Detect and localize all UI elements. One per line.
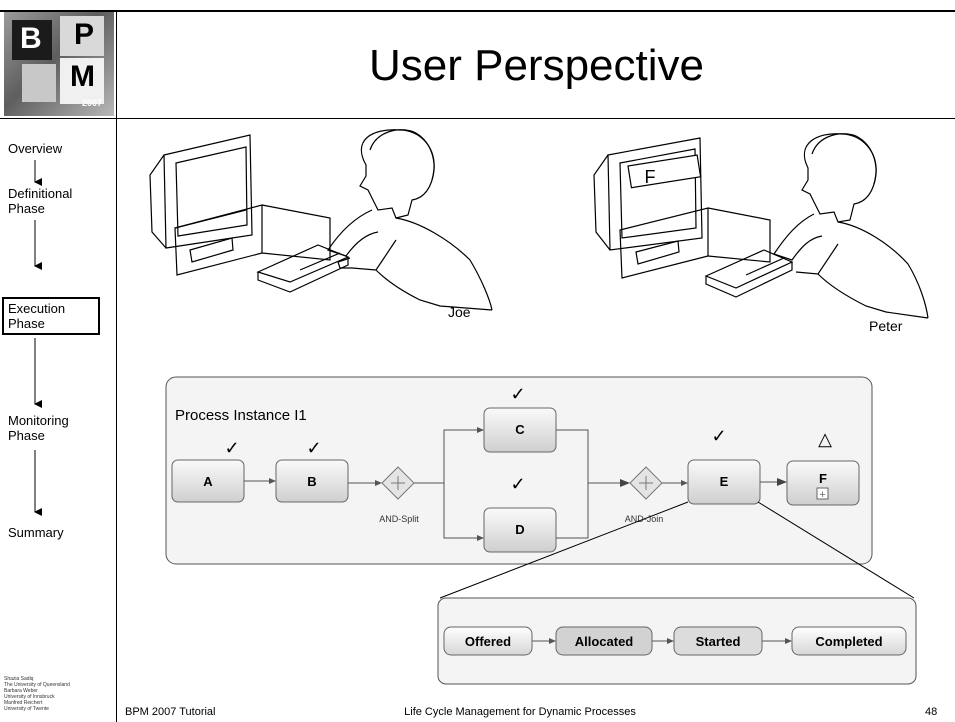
activity-c[interactable]: C: [483, 407, 557, 453]
credit-line: Shazia Sadiq: [4, 676, 34, 682]
credit-line: University of Innsbruck: [4, 694, 55, 700]
lifecycle-completed-label: Completed: [815, 634, 882, 649]
activity-a[interactable]: A: [171, 459, 245, 503]
peter-computer-base: [619, 207, 771, 279]
credit-line: The University of Queensland: [4, 682, 70, 688]
footer-left: BPM 2007 Tutorial: [125, 706, 216, 718]
check-a: ✓: [224, 438, 239, 458]
sidebar-item-overview[interactable]: Overview: [8, 141, 63, 156]
lifecycle-allocated-label: Allocated: [575, 634, 634, 649]
lifecycle-started-label: Started: [696, 634, 741, 649]
logo-letter-m: M: [70, 60, 95, 93]
peter-monitor: [593, 137, 703, 265]
sidebar-item-definitional[interactable]: Definitional Phase: [8, 186, 73, 216]
sidebar-item-monitoring[interactable]: Monitoring Phase: [8, 413, 69, 443]
sidebar-item-execution[interactable]: Execution Phase: [8, 301, 66, 331]
credit-line: Barbara Weber: [4, 688, 38, 694]
lifecycle-state-offered: Offered: [443, 626, 533, 656]
lifecycle-state-completed: Completed: [791, 626, 907, 656]
subprocess-marker: [816, 487, 829, 500]
activity-d[interactable]: D: [483, 507, 557, 553]
peter-keyboard: [704, 249, 794, 298]
top-border: [0, 10, 955, 12]
peter-label: Peter: [869, 318, 903, 334]
check-e: ✓: [711, 426, 726, 446]
joe-person: [327, 129, 493, 311]
activity-a-label: A: [203, 474, 213, 489]
joe-computer-base: [174, 204, 331, 276]
logo-letter-b: B: [20, 22, 42, 55]
activity-d-label: D: [515, 522, 524, 537]
process-instance-title: Process Instance I1: [175, 407, 307, 424]
logo-year: 2007: [81, 98, 102, 108]
peter-screen-form: [627, 154, 702, 189]
lifecycle-state-started: Started: [673, 626, 763, 656]
and-split-gateway: AND-Split: [379, 466, 419, 524]
lifecycle-state-allocated: Allocated: [555, 626, 653, 656]
peter-screen-label: F: [645, 167, 656, 187]
credit-line: University of Twente: [4, 706, 49, 712]
bpm-logo: B P M 2007: [4, 12, 114, 116]
activity-b-label: B: [307, 474, 316, 489]
subprocess-marker-symbol: +: [819, 489, 825, 501]
page-number: 48: [925, 706, 938, 718]
credit-line: Manfred Reichert: [4, 700, 43, 706]
activity-e-label: E: [720, 474, 729, 489]
sidebar-divider: [116, 10, 117, 722]
joe-keyboard: [256, 244, 350, 293]
header-divider: [0, 118, 955, 119]
footer-center: Life Cycle Management for Dynamic Proces…: [404, 706, 636, 718]
pending-f: △: [818, 429, 832, 449]
sidebar-item-summary[interactable]: Summary: [8, 525, 64, 540]
joe-workstation: [149, 129, 493, 311]
check-d: ✓: [510, 474, 525, 494]
activity-e[interactable]: E: [687, 459, 761, 505]
joe-label: Joe: [448, 304, 471, 320]
sidebar-arrows: [34, 160, 42, 516]
zoom-lines: [439, 501, 915, 599]
slide-title: User Perspective: [368, 41, 704, 90]
joe-monitor: [149, 134, 253, 263]
logo-letter-p: P: [74, 18, 95, 51]
process-instance-panel: [165, 376, 873, 565]
peter-workstation: [593, 133, 929, 319]
check-c: ✓: [510, 384, 525, 404]
activity-f[interactable]: F +: [786, 460, 860, 506]
peter-person: [773, 133, 929, 319]
activity-c-label: C: [515, 422, 525, 437]
activity-b[interactable]: B: [275, 459, 349, 503]
active-phase-highlight: [2, 297, 100, 335]
check-b: ✓: [306, 438, 321, 458]
lifecycle-offered-label: Offered: [465, 634, 511, 649]
and-split-label: AND-Split: [379, 514, 419, 524]
activity-f-label: F: [819, 471, 827, 486]
author-credits: Shazia Sadiq The University of Queenslan…: [4, 676, 118, 712]
process-connectors: [244, 427, 787, 541]
